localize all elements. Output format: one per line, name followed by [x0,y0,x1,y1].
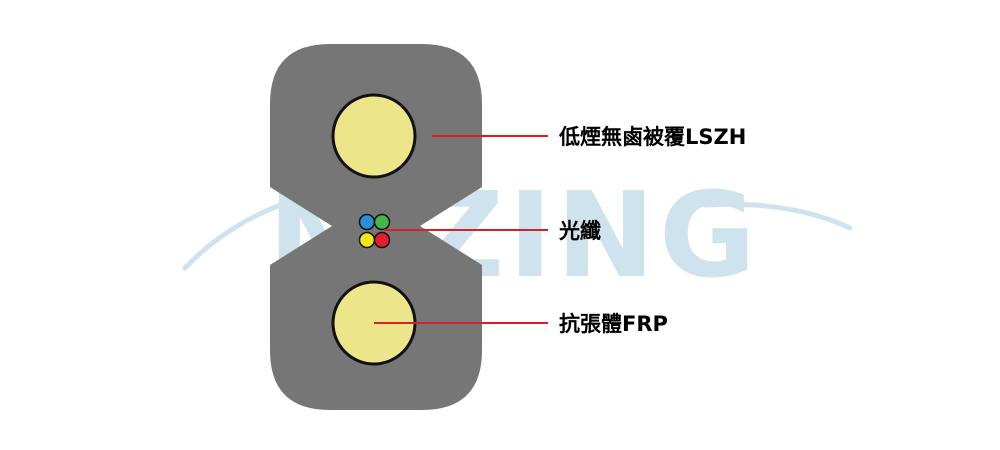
watermark-swoosh-right [702,201,853,231]
label-optical-fiber: 光纖 [558,219,601,243]
fiber-red [373,231,391,249]
label-jacket-lszh: 低煙無鹵被覆LSZH [558,125,746,149]
label-strength-member-frp: 抗張體FRP [559,312,668,336]
fiber-blue [358,213,376,231]
fiber-bundle [358,213,391,249]
strength-member-top [331,93,417,179]
fiber-yellow [358,231,376,249]
fiber-green [373,213,391,231]
